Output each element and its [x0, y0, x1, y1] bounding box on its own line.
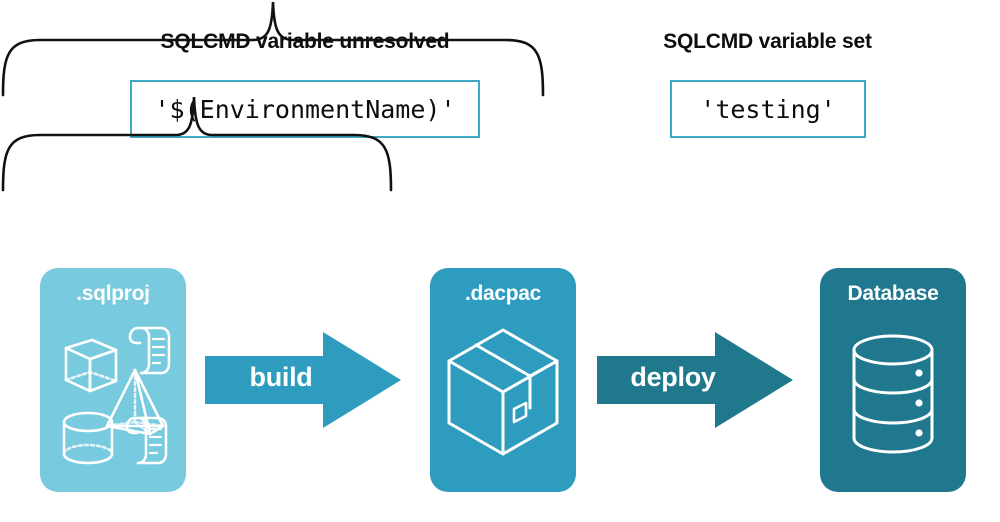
script-scroll-icon: [125, 416, 168, 465]
arrow-deploy: deploy: [597, 330, 797, 430]
stage-label-sqlproj: .sqlproj: [76, 282, 150, 305]
stage-label-dacpac: .dacpac: [464, 282, 542, 305]
brace-right: [0, 95, 394, 192]
database-artwork: [852, 334, 934, 454]
database-indicator-dot: [915, 369, 923, 377]
sqlproj-artwork: [62, 326, 171, 465]
arrow-build: build: [205, 330, 405, 430]
database-cylinder-icon: [852, 334, 934, 454]
package-box-icon: [447, 328, 559, 456]
brace-left-icon: [1, 1, 545, 97]
heading-sqlcmd-unresolved: SQLCMD variable unresolved: [160, 30, 450, 53]
script-scroll-icon: [128, 326, 171, 375]
stage-box-dacpac[interactable]: .dacpac: [430, 268, 576, 492]
brace-right-icon: [1, 96, 393, 192]
database-indicator-dot: [915, 399, 923, 407]
heading-sqlcmd-set: SQLCMD variable set: [663, 30, 872, 53]
database-indicator-dot: [915, 429, 923, 437]
arrow-right-icon: [205, 332, 401, 428]
cylinder-wireframe-icon: [62, 411, 114, 465]
brace-left: [0, 0, 546, 97]
cube-wireframe-icon: [64, 338, 118, 393]
stage-box-database[interactable]: Database: [820, 268, 966, 492]
code-box-testing: 'testing': [670, 80, 866, 138]
stage-box-sqlproj[interactable]: .sqlproj: [40, 268, 186, 492]
stage-label-database: Database: [847, 282, 939, 305]
dacpac-artwork: [447, 328, 559, 456]
arrow-right-icon: [597, 332, 793, 428]
